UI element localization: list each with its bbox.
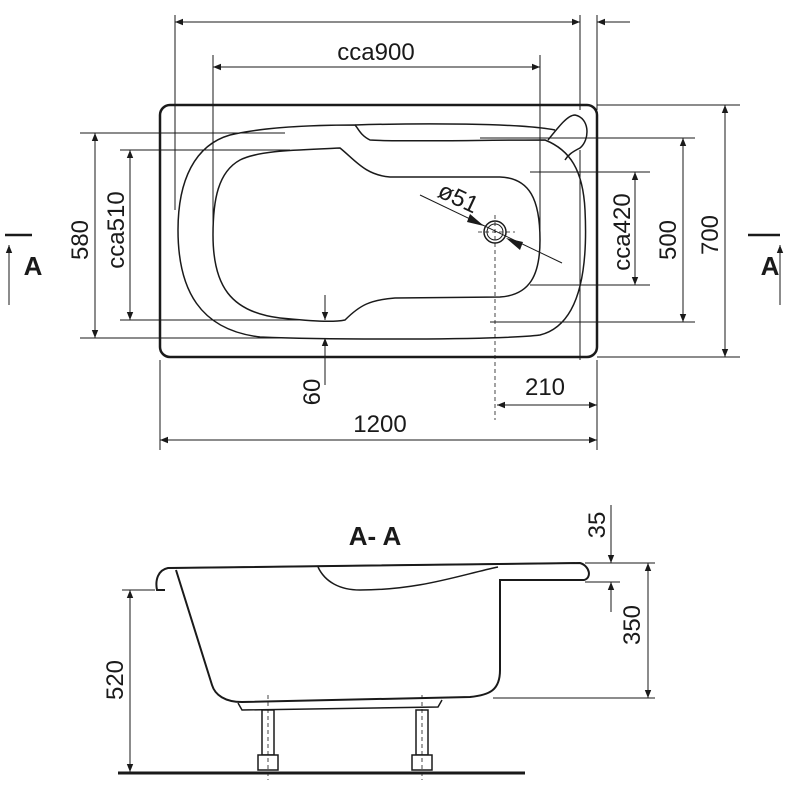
dim-500: 500 <box>655 220 682 260</box>
dim-580: 580 <box>67 220 94 260</box>
dim-700: 700 <box>697 215 724 255</box>
dim-210: 210 <box>525 374 565 401</box>
dim-35: 35 <box>584 512 611 539</box>
tub-leg-right <box>411 695 433 780</box>
tub-section-body <box>155 561 590 704</box>
overflow-contour <box>354 114 588 161</box>
basin-outer-contour <box>177 124 587 340</box>
dim-drain-diameter: ø51 <box>434 177 483 219</box>
section-view: A- A 520 35 350 <box>102 505 655 780</box>
drain-centerline <box>478 215 515 420</box>
dim-1200: 1200 <box>353 411 406 438</box>
dim-line-drain <box>419 194 563 264</box>
tub-rim-top <box>169 562 576 569</box>
top-view: cca900 1200 210 60 580 cca510 cca420 500… <box>5 15 784 450</box>
tub-leg-left <box>257 695 279 780</box>
drain-arrows <box>467 214 523 250</box>
section-extension-lines <box>122 562 655 699</box>
dim-cca510: cca510 <box>103 191 130 268</box>
svg-text:A: A <box>24 251 43 281</box>
basin-inner-contour <box>212 147 541 323</box>
section-marker-left: A <box>5 233 43 305</box>
dim-350: 350 <box>619 605 646 645</box>
section-title: A- A <box>349 521 402 551</box>
extension-lines <box>80 15 740 450</box>
dim-520: 520 <box>102 660 129 700</box>
tub-outline <box>158 103 599 359</box>
section-marker-right: A <box>748 233 784 305</box>
tub-base-frame <box>237 699 443 711</box>
dim-60: 60 <box>299 379 326 406</box>
tub-overflow-curve <box>317 566 499 591</box>
dim-cca420: cca420 <box>609 193 636 270</box>
svg-text:A: A <box>761 251 780 281</box>
dim-cca900: cca900 <box>337 39 414 66</box>
